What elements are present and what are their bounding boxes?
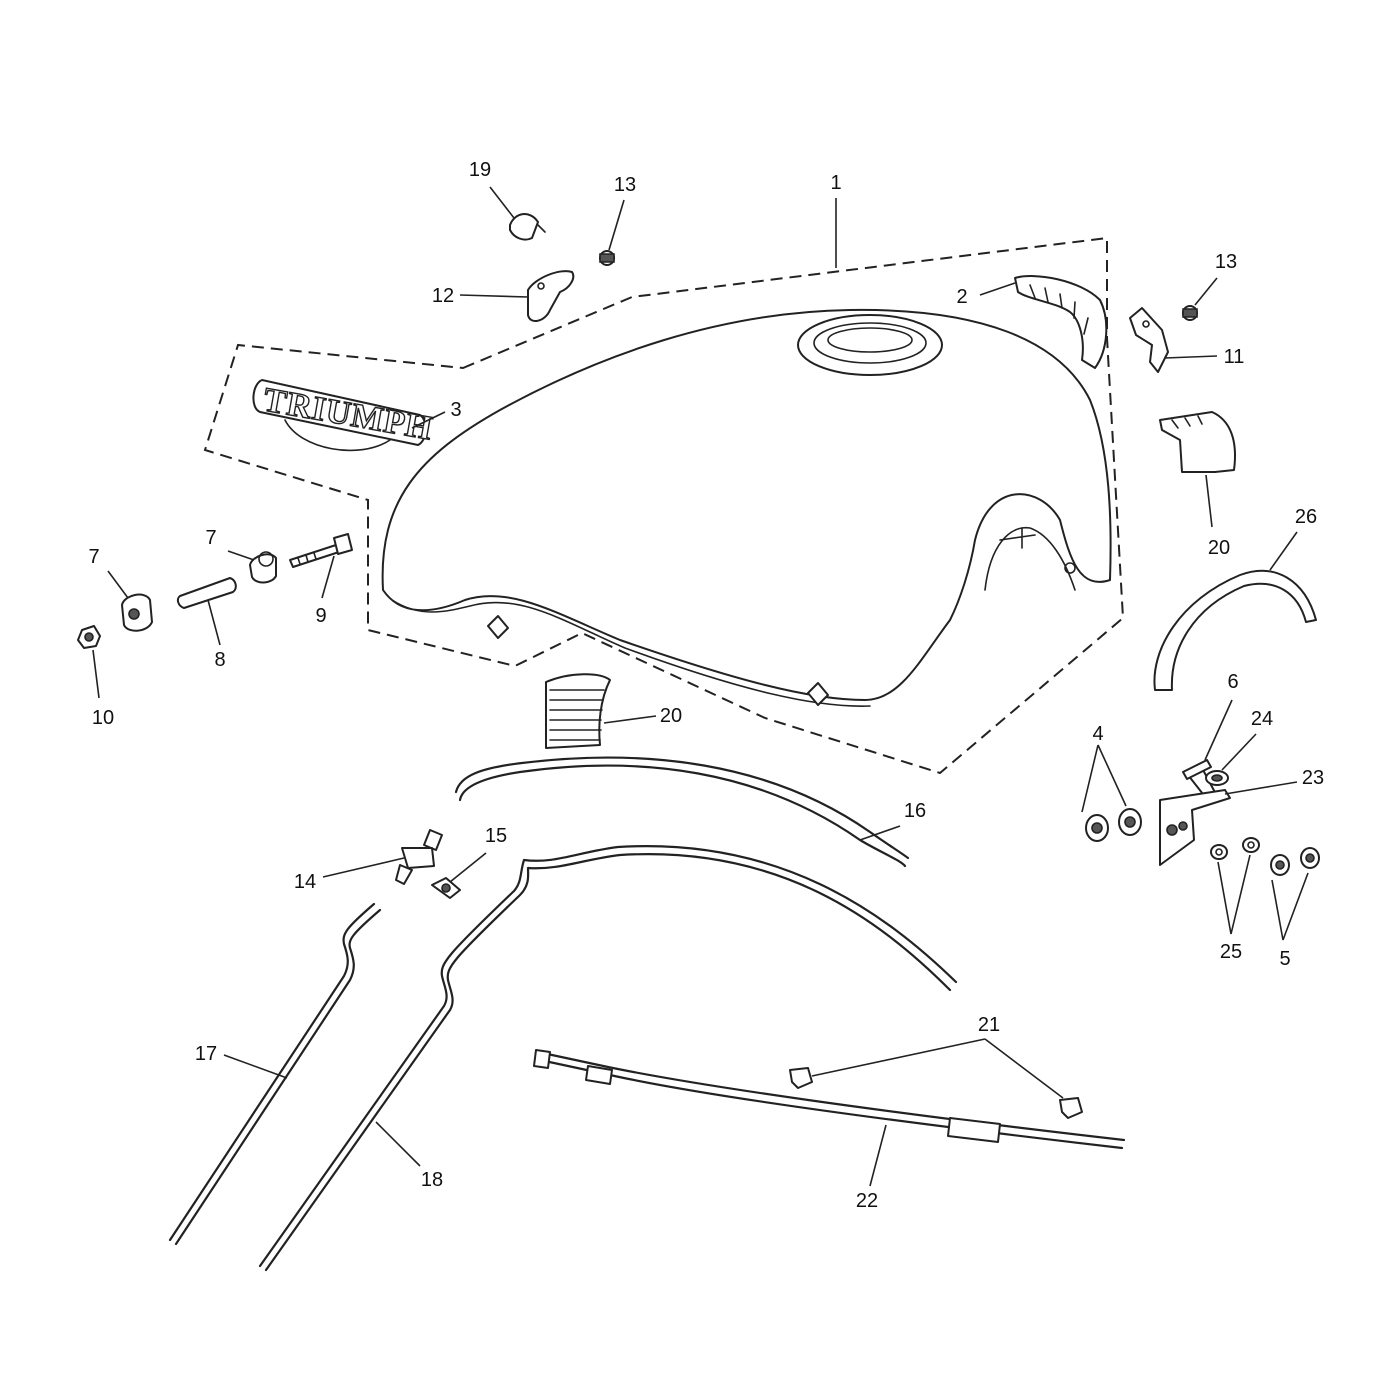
drain-tube-17[interactable]: [168, 902, 382, 1246]
callout-5: 5: [1279, 948, 1290, 970]
callout-25: 25: [1220, 941, 1242, 963]
screw-13-right[interactable]: [1182, 305, 1198, 321]
grommet-right[interactable]: [249, 551, 277, 584]
callout-labels: 1 2 3 4 5 6 7 7 8 9 10 11 12 13 13 14 15…: [88, 159, 1324, 1212]
bracket-12[interactable]: [527, 270, 575, 322]
hose-clip-upper[interactable]: [789, 1067, 813, 1089]
callout-23: 23: [1302, 767, 1324, 789]
callout-20-lower: 20: [660, 705, 682, 727]
callout-8: 8: [214, 649, 225, 671]
drain-tube-18[interactable]: [258, 845, 958, 1272]
knee-pad-rear[interactable]: [1014, 275, 1108, 369]
callout-9: 9: [315, 605, 326, 627]
callout-6: 6: [1227, 671, 1238, 693]
callout-14: 14: [294, 871, 316, 893]
assembly-outline: [203, 236, 1125, 775]
leader-lines: [92, 186, 1309, 1187]
washer-pair-25[interactable]: [1210, 837, 1260, 860]
callout-24: 24: [1251, 708, 1273, 730]
callout-4: 4: [1092, 723, 1103, 745]
bracket-11[interactable]: [1129, 307, 1169, 373]
callout-15: 15: [485, 825, 507, 847]
callout-26: 26: [1295, 506, 1317, 528]
sleeve[interactable]: [176, 577, 237, 609]
callout-21: 21: [978, 1014, 1000, 1036]
callout-10: 10: [92, 707, 114, 729]
rubber-pad-upper[interactable]: [1159, 411, 1236, 473]
trim-strip-26[interactable]: [1153, 569, 1317, 691]
callout-12: 12: [432, 285, 454, 307]
callout-2: 2: [956, 286, 967, 308]
mounting-bracket-23[interactable]: [1159, 789, 1231, 866]
rubber-pad-lower[interactable]: [545, 673, 611, 749]
callout-19: 19: [469, 159, 491, 181]
fuel-tank[interactable]: [381, 308, 1112, 707]
callout-1: 1: [830, 172, 841, 194]
hose-clip-19[interactable]: [509, 213, 546, 241]
vent-valve[interactable]: [395, 829, 443, 885]
badge-logo-text: TRIUMPH: [261, 381, 436, 447]
tank-badge[interactable]: TRIUMPH: [252, 379, 436, 452]
callout-7-left: 7: [88, 546, 99, 568]
washer-24[interactable]: [1205, 770, 1229, 786]
vent-hose-16[interactable]: [454, 756, 910, 868]
screw-13-top[interactable]: [599, 250, 615, 266]
callout-13-right: 13: [1215, 251, 1237, 273]
callout-18: 18: [421, 1169, 443, 1191]
callout-11: 11: [1224, 346, 1245, 368]
nut-10[interactable]: [77, 625, 101, 649]
callout-13-top: 13: [614, 174, 636, 196]
hose-clip-lower[interactable]: [1059, 1097, 1083, 1119]
fuel-level-cable[interactable]: [533, 1049, 1126, 1150]
callout-3: 3: [450, 399, 461, 421]
nut-pair-5[interactable]: [1270, 847, 1320, 876]
callout-22: 22: [856, 1190, 878, 1212]
bolt-9[interactable]: [289, 533, 353, 568]
grommet-left[interactable]: [121, 593, 153, 632]
callout-20-upper: 20: [1208, 537, 1230, 559]
callout-17: 17: [195, 1043, 217, 1065]
callout-16: 16: [904, 800, 926, 822]
callout-7-right: 7: [205, 527, 216, 549]
nut-pair-4[interactable]: [1085, 808, 1142, 842]
screw-15[interactable]: [431, 877, 461, 899]
